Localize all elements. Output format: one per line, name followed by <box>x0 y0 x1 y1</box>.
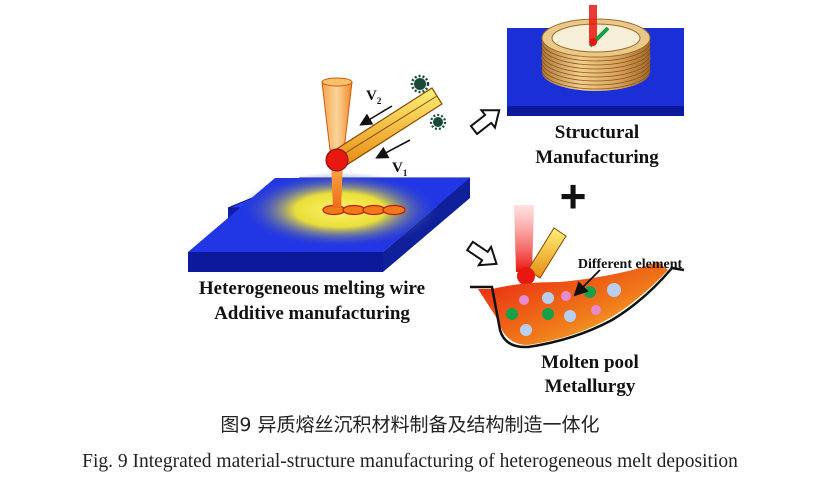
process-diagram: V2 V1 Heterogeneous melting wire Additiv… <box>188 5 685 397</box>
gear-icon <box>410 74 447 131</box>
process-label-line2: Additive manufacturing <box>214 303 410 324</box>
molten-pool-illustration <box>470 205 685 349</box>
structural-illustration <box>507 5 684 116</box>
plus-sign: + <box>560 170 587 222</box>
process-label-line1: Heterogeneous melting wire <box>199 278 425 299</box>
element-label: Different element <box>578 257 683 272</box>
pool-label-line2: Metallurgy <box>545 376 636 397</box>
caption-english: Fig. 9 Integrated material-structure man… <box>82 451 738 472</box>
velocity-arrow-v1 <box>375 139 411 159</box>
wire-feed <box>325 87 443 172</box>
hollow-arrow-down <box>465 240 498 267</box>
caption-chinese: 图9 异质熔丝沉积材料制备及结构制造一体化 <box>220 414 600 436</box>
heat-beam <box>321 77 353 208</box>
substrate-plate-main <box>188 172 470 272</box>
hollow-arrow-up <box>469 109 501 136</box>
structural-label-line1: Structural <box>555 122 639 143</box>
velocity-v1-label: V1 <box>392 160 408 178</box>
velocity-v2-label: V2 <box>366 88 382 106</box>
pool-label-line1: Molten pool <box>541 352 639 373</box>
deposited-track <box>322 204 406 216</box>
structural-label-line2: Manufacturing <box>535 147 659 168</box>
velocity-arrow-v2 <box>359 105 393 126</box>
